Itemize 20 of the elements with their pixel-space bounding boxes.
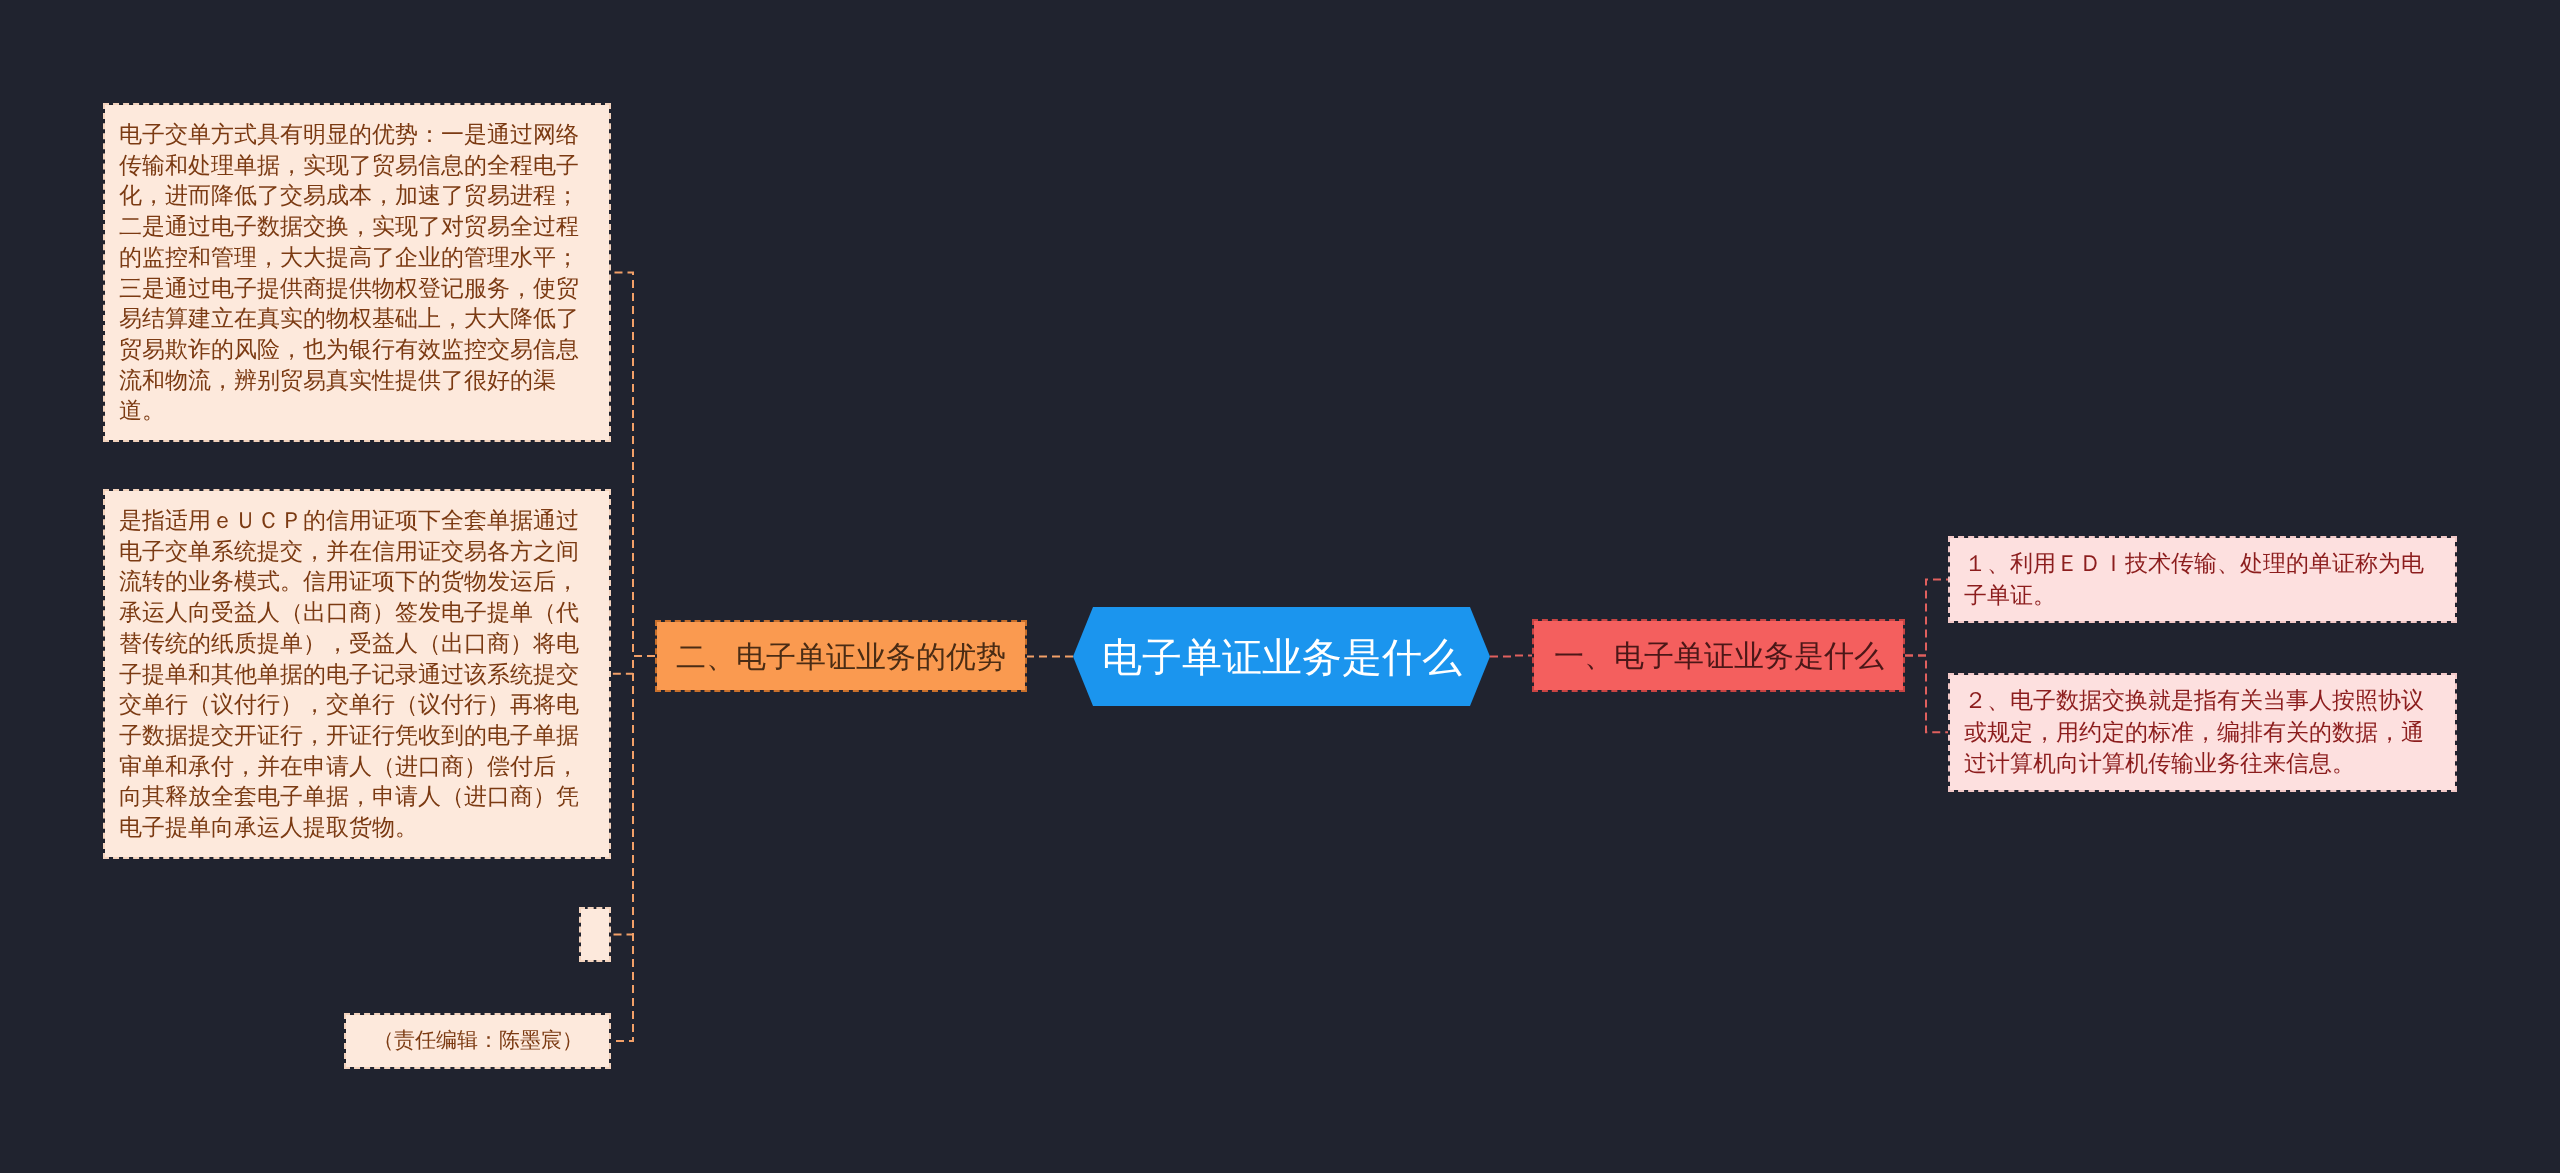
note-text: １、利用ＥＤＩ技术传输、处理的单证称为电子单证。 bbox=[1964, 549, 2425, 610]
note-box bbox=[103, 103, 611, 443]
note-text: ２、电子数据交换就是指有关当事人按照协议或规定，用约定的标准，编排有关的数据，通过计算机向计算机传输业务往来信息。 bbox=[1964, 686, 2425, 778]
note-text: 是指适用ｅＵＣＰ的信用证项下全套单据通过电子交单系统提交，并在信用证交易各方之间流转的业务模式。信用证项下的货物发运后，承运人向受益人（出口商）签发电子提单（代替传统的纸质提单），受益人（出口商）将电子提单和其他单据的电子记录通过该系统提交交单行（议付行），交单行（议付行）再将电子数据提交开证行，开证行凭收到的电子单据审单和承付，并在申请人（进口商）偿付后，向其释放全套电子单据，申请人（进口商）凭电子提单向承运人提取货物。 bbox=[119, 506, 580, 843]
connector-line bbox=[1904, 654, 1949, 734]
central-topic-hexagon bbox=[1073, 607, 1490, 706]
empty-box bbox=[579, 907, 611, 962]
branch-topic-box bbox=[1532, 619, 1905, 692]
editor-note: （责任编辑：陈墨宸） bbox=[372, 1027, 583, 1055]
connector-line bbox=[1489, 654, 1533, 658]
branch-title: 一、电子单证业务是什么 bbox=[1553, 637, 1884, 675]
note-text: 电子交单方式具有明显的优势：一是通过网络传输和处理单据，实现了贸易信息的全程电子化，进而降低了交易成本，加速了贸易进程；二是通过电子数据交换，实现了对贸易全过程的监控和管理，大大提高了企业的管理水平；三是通过电子提供商提供物权登记服务，使贸易结算建立在真实的物权基础上，大大降低了贸易欺诈的风险，也为银行有效监控交易信息流和物流，辨别贸易真实性提供了很好的渠道。 bbox=[119, 120, 580, 426]
topic-title: 电子单证业务是什么 bbox=[1101, 632, 1462, 681]
branch-topic-box bbox=[655, 620, 1027, 692]
note-box bbox=[344, 1013, 611, 1069]
note-box bbox=[1948, 536, 2457, 623]
note-box bbox=[1948, 673, 2457, 792]
connector-line bbox=[1026, 655, 1074, 658]
note-box bbox=[103, 489, 611, 859]
branch-title: 二、电子单证业务的优势 bbox=[676, 637, 1006, 676]
